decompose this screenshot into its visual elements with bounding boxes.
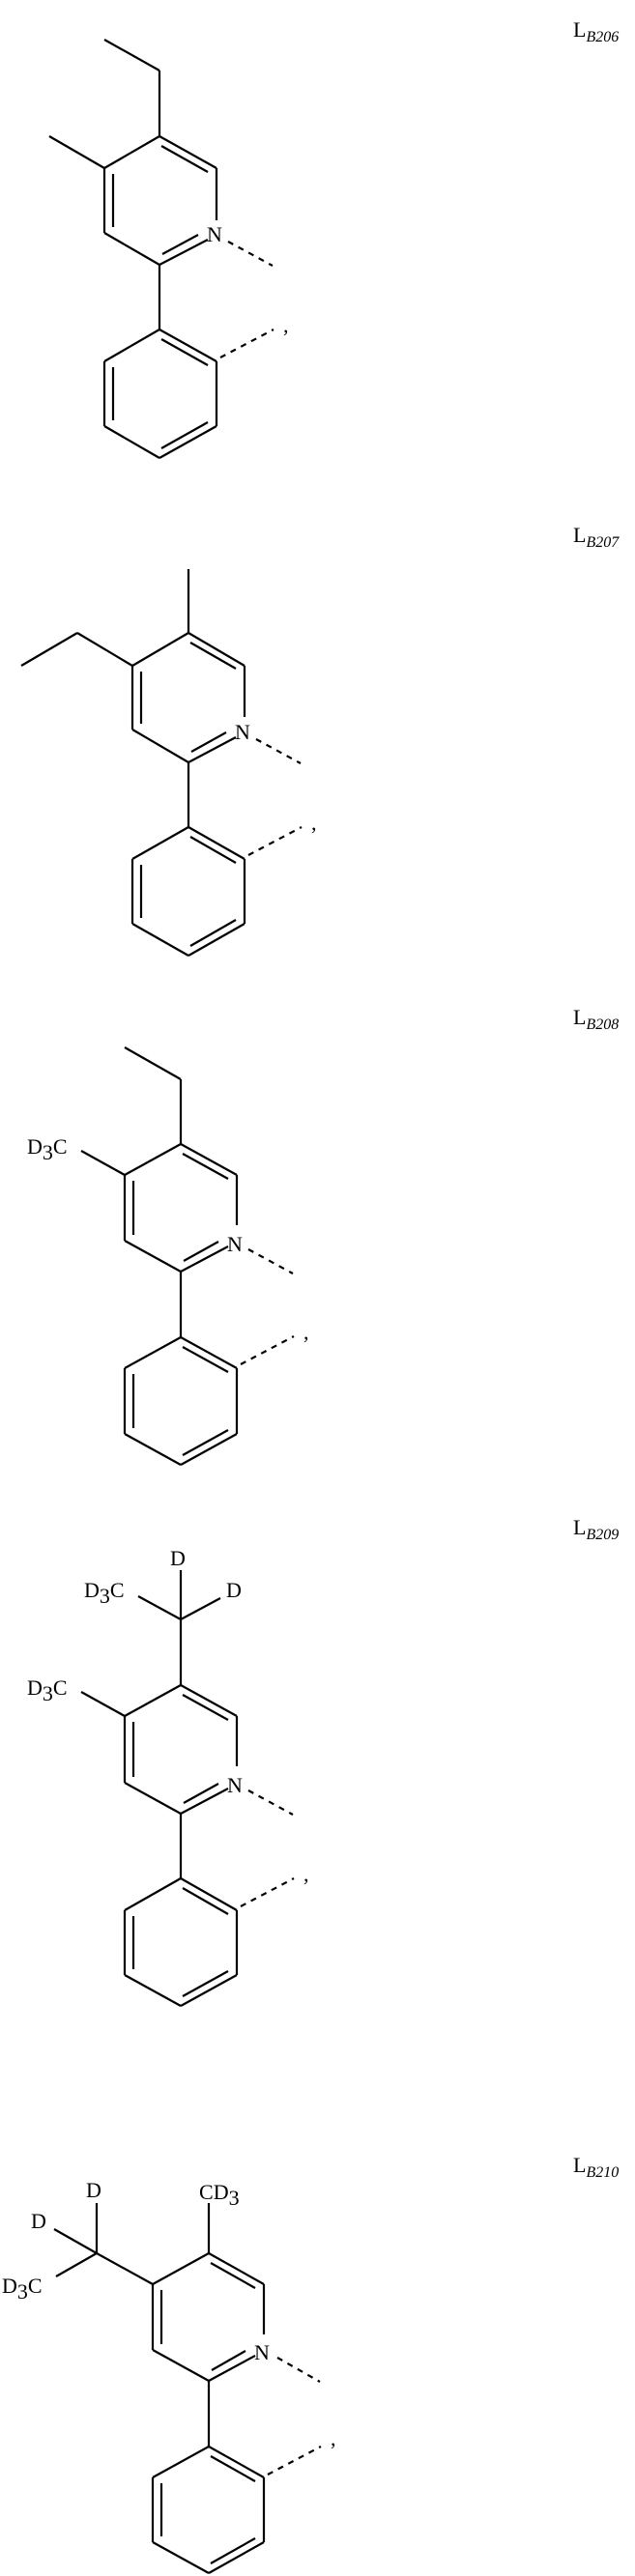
- deuterium-atom: D: [27, 1134, 43, 1159]
- deuterium-atom: D: [214, 2180, 229, 2204]
- compound-label: LB210: [573, 2153, 620, 2181]
- compound-panel-LB207: LB207 N ,: [0, 0, 635, 986]
- subscript-3: 3: [100, 1584, 110, 1608]
- svg-text:CD3: CD3: [199, 2180, 240, 2210]
- label-main: L: [573, 1515, 587, 1539]
- comma-mark: ,: [331, 2426, 336, 2450]
- nitrogen-atom: N: [254, 2340, 270, 2364]
- nitrogen-atom: N: [227, 1773, 243, 1797]
- structure-LB208: D3C N ,: [27, 1046, 309, 1466]
- compound-label: LB207: [573, 523, 620, 551]
- structure-LB207: N ,: [20, 569, 317, 957]
- label-main: L: [573, 2153, 587, 2177]
- comma-mark: ,: [303, 1862, 309, 1886]
- compound-label: LB209: [573, 1515, 620, 1543]
- deuterium-atom: D: [226, 1578, 242, 1602]
- compound-panel-LB209: LB209 D D D3C D3C N: [27, 1515, 620, 2007]
- subscript-3: 3: [17, 2279, 28, 2304]
- subscript-3: 3: [229, 2186, 240, 2210]
- compound-panel-LB208: LB208 D3C N ,: [27, 1005, 620, 1466]
- nitrogen-atom: N: [235, 720, 250, 744]
- comma-mark: ,: [283, 313, 289, 337]
- carbon-atom: C: [53, 1675, 68, 1700]
- subscript-3: 3: [43, 1681, 53, 1705]
- label-subscript: B207: [586, 534, 620, 551]
- structure-LB206: N ,: [48, 39, 289, 459]
- deuterium-atom: D: [27, 1675, 43, 1700]
- subscript-3: 3: [43, 1140, 53, 1164]
- compound-panel-LB206: LB206 N ,: [0, 0, 635, 502]
- comma-mark: ,: [311, 811, 317, 835]
- deuterium-atom: D: [86, 2178, 101, 2202]
- carbon-atom: C: [199, 2180, 214, 2204]
- carbon-atom: C: [28, 2274, 43, 2298]
- structure-LB209: D D D3C D3C N ,: [27, 1546, 309, 2007]
- label-subscript: B208: [586, 1016, 620, 1033]
- label-subscript: B209: [586, 1527, 620, 1543]
- svg-text:D3C: D3C: [27, 1675, 68, 1705]
- compound-label: LB208: [573, 1005, 620, 1033]
- label-main: L: [573, 17, 587, 42]
- comma-mark: ,: [303, 1320, 309, 1344]
- nitrogen-atom: N: [207, 222, 222, 246]
- svg-text:D3C: D3C: [84, 1578, 125, 1608]
- carbon-atom: C: [110, 1578, 125, 1602]
- svg-text:D3C: D3C: [27, 1134, 68, 1164]
- nitrogen-atom: N: [227, 1232, 243, 1256]
- deuterium-atom: D: [84, 1578, 100, 1602]
- deuterium-atom: D: [2, 2274, 17, 2298]
- label-subscript: B206: [586, 29, 620, 45]
- deuterium-atom: D: [31, 2209, 46, 2233]
- label-main: L: [573, 523, 587, 547]
- label-main: L: [573, 1005, 587, 1029]
- deuterium-atom: D: [170, 1546, 186, 1570]
- carbon-atom: C: [53, 1134, 68, 1159]
- compound-label: LB206: [573, 17, 620, 45]
- svg-text:D3C: D3C: [2, 2274, 43, 2304]
- label-subscript: B210: [586, 2164, 620, 2181]
